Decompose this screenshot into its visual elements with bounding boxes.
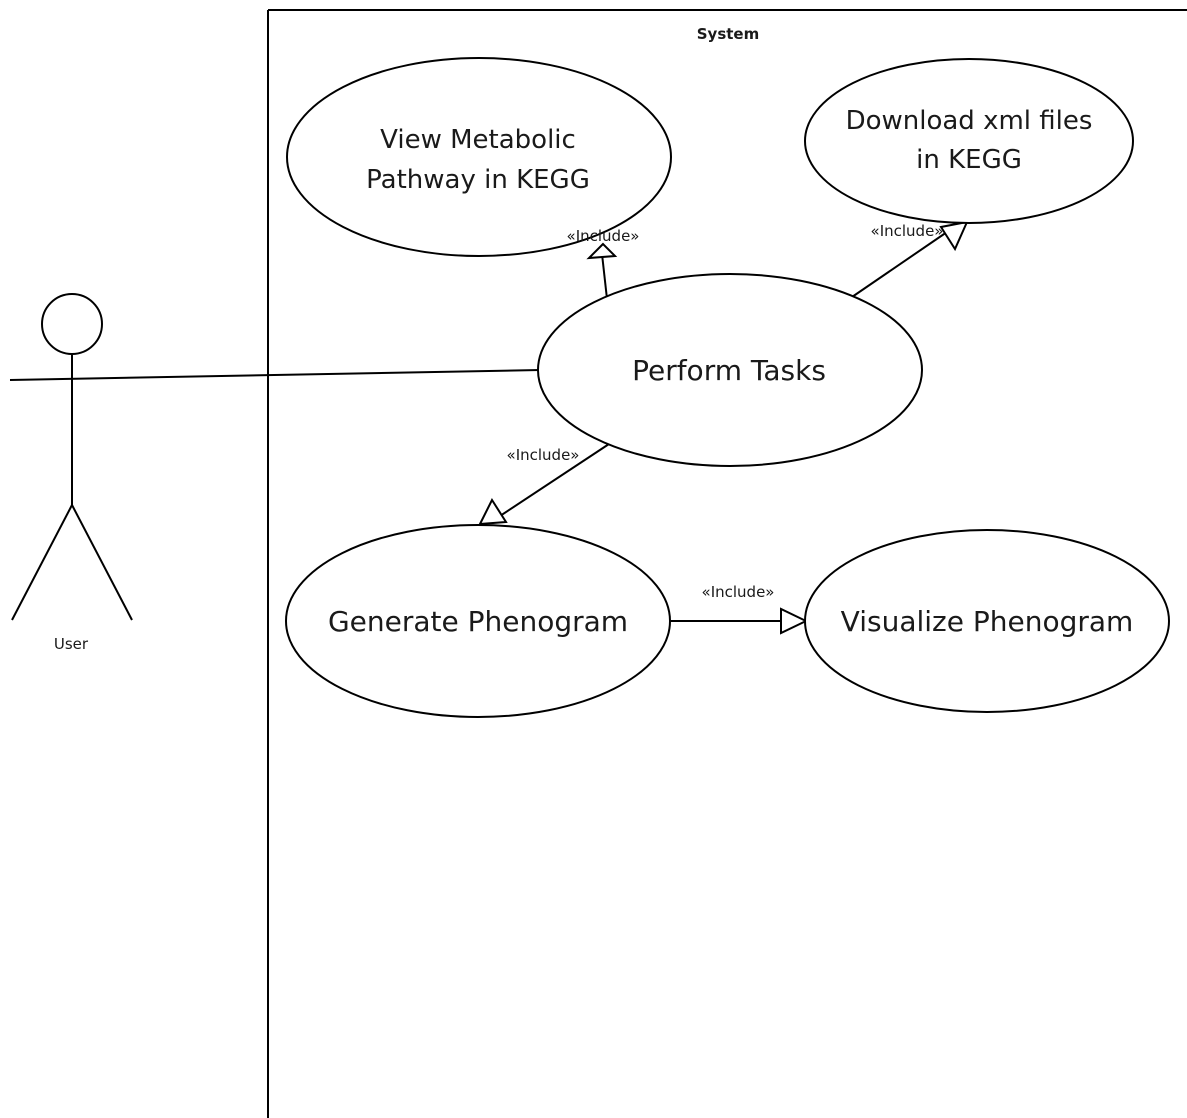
user-actor bbox=[11, 293, 133, 621]
include-arrowhead-visualize bbox=[780, 607, 809, 635]
include-edge-generate bbox=[499, 443, 610, 517]
include-edge-view bbox=[601, 253, 608, 300]
use-case-view-pathway bbox=[286, 57, 672, 257]
use-case-view-pathway-line1: View Metabolic bbox=[380, 125, 576, 155]
include-edge-download bbox=[851, 231, 948, 298]
actor-head bbox=[41, 293, 103, 355]
use-case-visualize-phenogram bbox=[804, 529, 1170, 713]
use-case-visualize-phenogram-label: Visualize Phenogram bbox=[841, 605, 1134, 638]
use-case-download-xml-line2: in KEGG bbox=[916, 145, 1022, 175]
use-case-generate-phenogram bbox=[285, 524, 671, 718]
system-boundary bbox=[267, 9, 1187, 1118]
use-case-download-xml bbox=[804, 58, 1134, 224]
use-case-perform-tasks bbox=[537, 273, 923, 467]
association-line bbox=[9, 369, 541, 381]
include-label-download: «Include» bbox=[871, 222, 944, 240]
system-title: System bbox=[697, 25, 759, 43]
include-arrowhead-view bbox=[586, 242, 618, 260]
actor-left-leg bbox=[11, 504, 73, 621]
include-label-view: «Include» bbox=[567, 227, 640, 245]
actor-right-leg bbox=[71, 504, 133, 621]
use-case-generate-phenogram-label: Generate Phenogram bbox=[328, 605, 628, 638]
include-label-generate: «Include» bbox=[507, 446, 580, 464]
actor-label: User bbox=[54, 635, 89, 653]
include-label-visualize: «Include» bbox=[702, 583, 775, 601]
use-case-download-xml-line1: Download xml files bbox=[846, 106, 1093, 136]
include-arrowhead-download bbox=[939, 220, 969, 252]
use-case-perform-tasks-label: Perform Tasks bbox=[632, 354, 826, 387]
include-arrowhead-generate bbox=[478, 497, 508, 526]
use-case-view-pathway-line2: Pathway in KEGG bbox=[366, 165, 590, 195]
